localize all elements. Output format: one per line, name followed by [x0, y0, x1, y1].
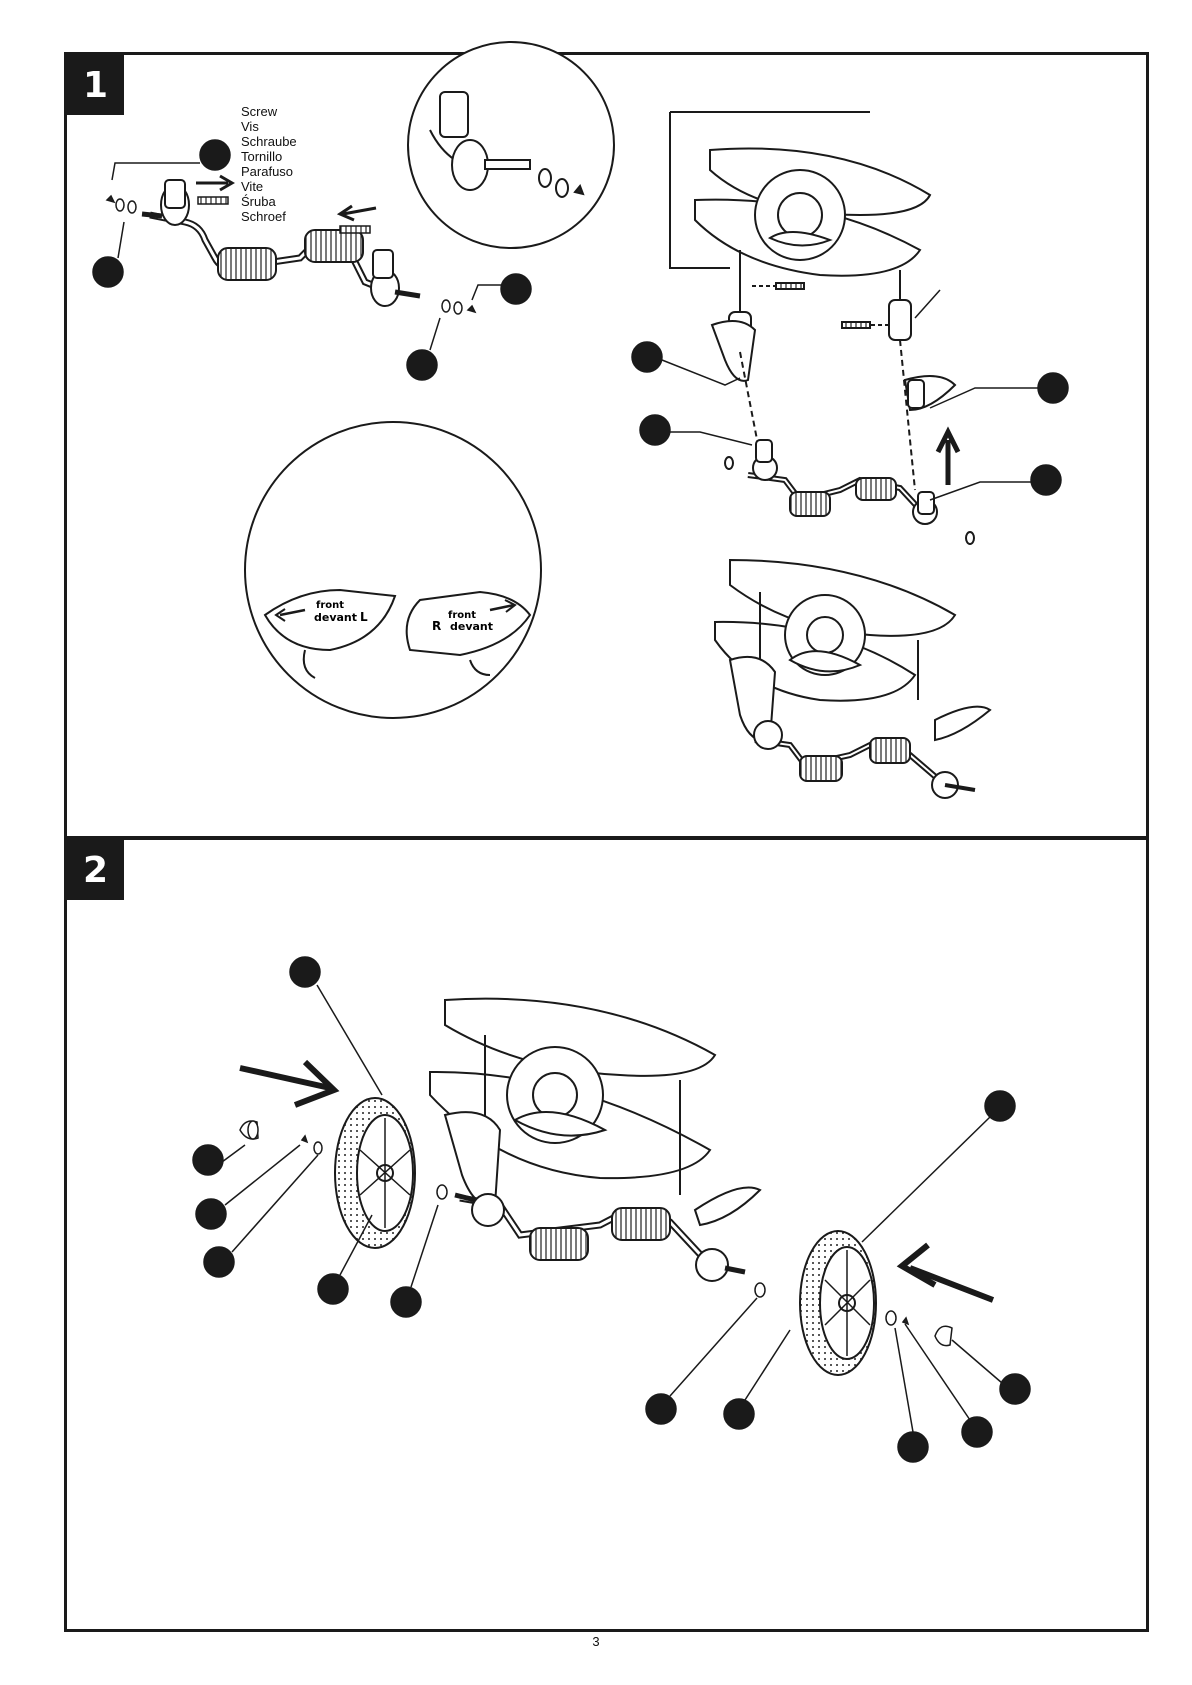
screw-parts [196, 176, 376, 233]
page-number: 3 [0, 1634, 1192, 1649]
detail-zoom-axle [408, 42, 614, 248]
left-fender-devant-text: devant [314, 611, 357, 624]
right-fender-devant-text: devant [450, 620, 493, 633]
plane-step-2 [430, 999, 760, 1281]
detail-zoom-fenders [245, 422, 541, 718]
left-fender-front-text: front [316, 600, 344, 611]
plane-exploded-view [670, 112, 974, 544]
right-wheel [800, 1231, 876, 1375]
left-fender-side-letter: L [360, 610, 368, 624]
front-axle-assembly [142, 180, 420, 306]
left-fender-exploded [712, 321, 755, 381]
plane-assembled-step-1 [715, 560, 990, 798]
right-fender-side-letter: R [432, 619, 441, 633]
left-wheel [335, 1098, 415, 1248]
